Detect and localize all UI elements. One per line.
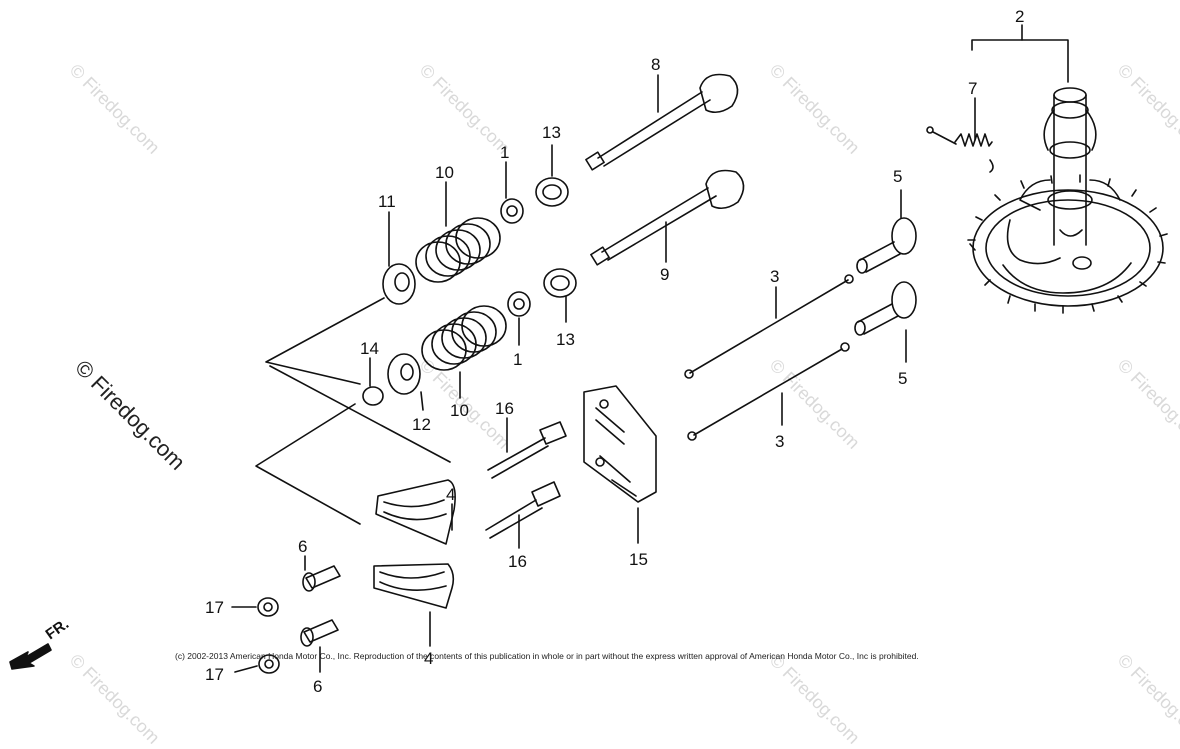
callout-11: 11	[378, 192, 396, 211]
exhaust-valve-part	[585, 73, 739, 171]
callout-10: 10	[450, 401, 469, 420]
intake-valve-part	[590, 169, 745, 266]
valve-retainer-part	[535, 177, 577, 298]
callout-1: 1	[500, 143, 509, 162]
camshaft-gear-part	[967, 87, 1168, 314]
callout-2: 2	[1015, 7, 1024, 26]
valve-keeper-part	[500, 198, 531, 317]
callout-5: 5	[893, 167, 902, 186]
parts-diagram: © Firedog.com © Firedog.com © Firedog.co…	[9, 7, 1180, 748]
front-direction-label: FR.	[43, 615, 73, 643]
callout-16: 16	[508, 552, 527, 571]
callout-3: 3	[775, 432, 784, 451]
exploded-view-drawing: 2 7 8 13 1 10 11 5 9 3 13 1 14 5 10 12 1…	[9, 7, 1168, 696]
pushrod-guide-plate-part	[583, 385, 657, 503]
front-direction-arrow	[9, 643, 52, 670]
callout-4: 4	[424, 649, 433, 668]
rocker-pivot-stud-part	[485, 421, 567, 539]
callout-4: 4	[446, 485, 455, 504]
callout-10: 10	[435, 163, 454, 182]
valve-lifter-part	[854, 217, 917, 336]
callout-17: 17	[205, 598, 224, 617]
adjusting-nut-part	[300, 565, 341, 647]
callout-13: 13	[556, 330, 575, 349]
governor-spring-part	[926, 126, 994, 173]
callout-1: 1	[513, 350, 522, 369]
callout-14: 14	[360, 339, 379, 358]
callout-15: 15	[629, 550, 648, 569]
push-rod-part	[684, 274, 854, 441]
callout-6: 6	[313, 677, 322, 696]
callout-3: 3	[770, 267, 779, 286]
washer-part	[387, 353, 421, 395]
valve-spring-part	[415, 217, 507, 371]
callout-6: 6	[298, 537, 307, 556]
callout-8: 8	[651, 55, 660, 74]
callout-12: 12	[412, 415, 431, 434]
callout-17: 17	[205, 665, 224, 684]
callout-5: 5	[898, 369, 907, 388]
callout-13: 13	[542, 123, 561, 142]
rocker-arm-part	[373, 479, 456, 609]
callout-7: 7	[968, 79, 977, 98]
tappet-cap-part	[362, 386, 384, 406]
copyright-notice: (c) 2002-2013 American Honda Motor Co., …	[175, 651, 919, 661]
callout-bracket	[971, 39, 1069, 83]
lock-nut-part	[257, 597, 280, 674]
spring-seat-part	[382, 263, 416, 305]
callout-9: 9	[660, 265, 669, 284]
callout-16: 16	[495, 399, 514, 418]
